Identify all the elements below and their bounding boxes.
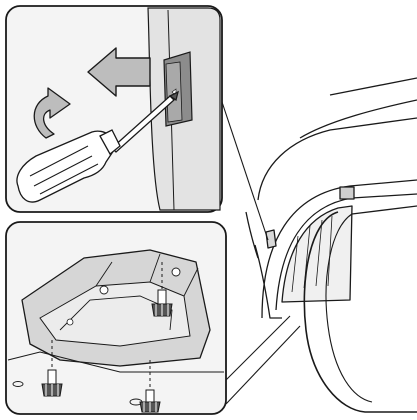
top-detail-panel (6, 6, 222, 212)
leader-line-bottom-lower (226, 326, 300, 404)
leader-line-top (222, 102, 268, 240)
bottom-detail-panel (6, 222, 226, 414)
body-line-upper (300, 100, 417, 138)
clip (164, 52, 192, 126)
vehicle-front-wheel-area (246, 78, 417, 412)
body-line-hood (330, 78, 417, 95)
body-outline (258, 118, 417, 200)
leader-lines (222, 102, 300, 404)
bumper-lower (255, 245, 282, 318)
